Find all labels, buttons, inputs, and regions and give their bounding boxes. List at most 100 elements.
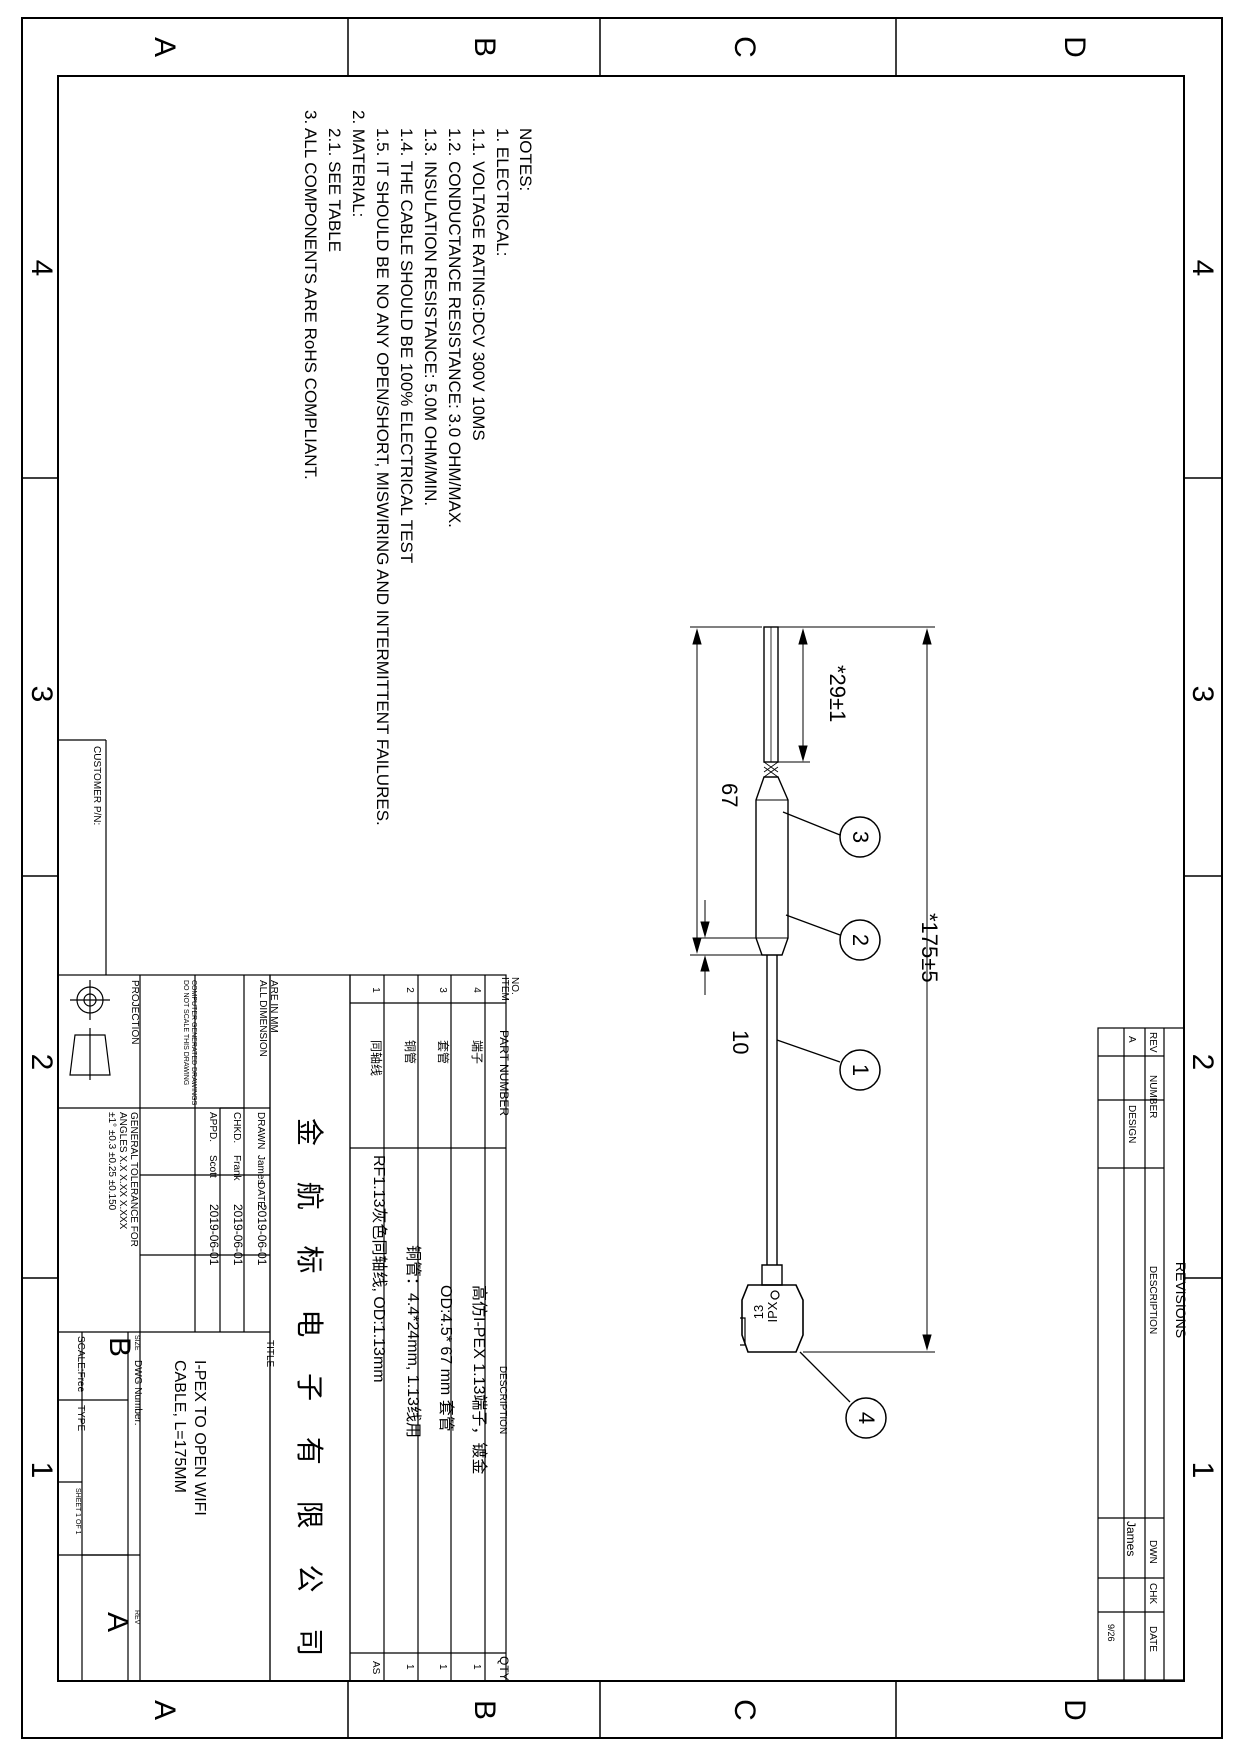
dim-sleeve-lines: [690, 626, 762, 956]
bom-text: ITEMNO. PART NUMBER DESCRIPTION QTY. 4 端…: [369, 977, 520, 1682]
note-line: 1.1. VOLTAGE RATING:DCV 300V 10MS: [469, 128, 488, 441]
appd-name: Scott: [207, 1155, 218, 1178]
zone-col-d-top: D: [1058, 36, 1091, 58]
units-note: ALL DIMENSIONARE IN MM: [257, 980, 279, 1057]
dim-strip-lines: [778, 628, 810, 763]
revisions-table: [1097, 1027, 1185, 1681]
note-line: 1.2. CONDUCTANCE RESISTANCE: 3.0 OHM/MAX…: [445, 128, 464, 528]
drawn-label: DRAWN: [255, 1112, 266, 1149]
tolerance-values: ±1° ±0.3 ±0.25 ±0.150: [106, 1112, 117, 1211]
note-line: 1. ELECTRICAL:: [493, 128, 512, 257]
tolerance-labels: ANGLES X.X X.XX X.XXX: [117, 1112, 128, 1230]
svg-text:4: 4: [854, 1412, 879, 1424]
sheet-label: SHEET 1 OF 1: [74, 1488, 81, 1535]
braid-hatch: [763, 761, 779, 778]
revisions-text: REVISIONS REV NUMBER DESIGN DESCRIPTION …: [1106, 1032, 1189, 1652]
bom-desc-1: RF1.13灰色同轴线, OD:1.13mm: [370, 1155, 388, 1383]
dim-cable-seg: 10: [728, 1030, 753, 1054]
tolerance-title: GENERAL TOLERANCE FOR: [128, 1112, 139, 1247]
balloon-leaders: [776, 811, 851, 1403]
title-line-2: CABLE, L=175MM: [171, 1360, 188, 1493]
company-band: 金 航 标 电 子 有 限 公 司: [269, 974, 351, 1682]
computer-generated: COMPUTER GENERATED DRAWINGS: [190, 980, 197, 1106]
cable-drawing: [740, 626, 804, 1353]
type-label: TYPE: [75, 1405, 86, 1431]
zone-row-2-left: 2: [25, 1054, 58, 1071]
bom-desc-4: 高仿I-PEX 1.13端子，镀金: [470, 1285, 488, 1474]
chkd-name: Frank: [231, 1155, 242, 1182]
title-line-1: I-PEX TO OPEN WIFI: [191, 1360, 208, 1516]
title-block-text: ALL DIMENSIONARE IN MM DRAWN James DATE …: [74, 980, 279, 1632]
bom-qty-3: 1: [437, 1664, 448, 1670]
dim-seg-lines: [700, 900, 756, 995]
connector-neck: [761, 1264, 783, 1286]
rev-header-description: DESCRIPTION: [1147, 1266, 1158, 1334]
zone-row-1-right: 1: [1186, 1462, 1219, 1479]
company-name: 金 航 标 电 子 有 限 公 司: [294, 1118, 325, 1670]
sleeve: [755, 776, 789, 956]
zone-col-a-top: A: [148, 37, 181, 57]
rev-row-dwn: James: [1124, 1521, 1138, 1556]
note-line: 1.4. THE CABLE SHOULD BE 100% ELECTRICAL…: [397, 128, 416, 563]
rev-header-number: NUMBER: [1147, 1075, 1158, 1118]
bom-header-desc: DESCRIPTION: [497, 1366, 508, 1434]
bom-qty-4: 1: [471, 1664, 482, 1670]
size-label: SIZE: [133, 1335, 140, 1351]
connector-head: [741, 1284, 804, 1353]
appd-date: 2019-06-01: [207, 1204, 221, 1266]
balloon-4: 4: [845, 1397, 887, 1439]
date-label: DATE: [255, 1182, 266, 1208]
bom-part-4: 端子: [470, 1040, 484, 1064]
bom-header-part: PART NUMBER: [497, 1030, 511, 1116]
zone-labels: A B C D A B C D 4 3 2 1 4 3 2 1: [25, 36, 1219, 1721]
bom-item-3: 3: [437, 987, 448, 993]
connector-marking: 13IPX: [751, 1301, 780, 1322]
balloon-3: 3: [839, 816, 881, 858]
bom-desc-3: OD:4.5* 67 mm 套管: [437, 1285, 455, 1432]
projection-label: PROJECTION: [129, 980, 140, 1044]
drawn-date: 2019-06-01: [255, 1204, 269, 1266]
svg-text:2: 2: [848, 934, 873, 946]
zone-row-4-right: 4: [1186, 260, 1219, 277]
zone-col-b-bottom: B: [468, 1700, 501, 1720]
bom-part-3: 套管: [436, 1040, 451, 1064]
svg-text:1: 1: [848, 1064, 873, 1076]
customer-pn-box: CUSTOMER P/N:: [58, 739, 107, 975]
title-block-grid: [57, 974, 271, 1682]
inner-border: [57, 75, 1185, 1682]
note-line: 2. MATERIAL:: [349, 110, 368, 217]
note-line: 3. ALL COMPONENTS ARE RoHS COMPLIANT.: [301, 110, 320, 480]
bom-item-4: 4: [471, 987, 482, 993]
projection-symbol-icon: [69, 980, 111, 1080]
customer-pn-label: CUSTOMER P/N:: [91, 746, 102, 825]
chkd-label: CHKD.: [231, 1112, 242, 1143]
bom-part-1: 同轴线: [369, 1040, 384, 1076]
bom-part-2: 铜管: [403, 1040, 418, 1064]
zone-row-3-left: 3: [25, 686, 58, 703]
rev-row-rev: A: [1126, 1036, 1137, 1043]
scale-label: SCALE:Free: [75, 1336, 86, 1393]
rev-header-rev: REV: [1147, 1032, 1158, 1053]
rev-row-date: 9/26: [1106, 1624, 1116, 1642]
title-label: TITLE: [264, 1340, 275, 1368]
appd-label: APPD.: [207, 1112, 218, 1142]
zone-row-4-left: 4: [25, 260, 58, 277]
note-line: 1.5. IT SHOULD BE NO ANY OPEN/SHORT, MIS…: [373, 128, 392, 826]
zone-col-c-bottom: C: [728, 1699, 761, 1721]
svg-text:3: 3: [848, 831, 873, 843]
bom-item-1: 1: [370, 987, 381, 993]
rev-value: A: [101, 1612, 134, 1632]
do-not-scale: DO NOT SCALE THIS DRAWING: [182, 980, 189, 1085]
rev-label: REV: [133, 1610, 140, 1625]
revisions-title: REVISIONS: [1173, 1262, 1189, 1338]
dwg-number-label: DWG Number:: [132, 1360, 143, 1426]
note-line: 1.3. INSULATION RESISTANCE: 5.0M OHM/MIN…: [421, 128, 440, 506]
dim-strip: *29±1: [825, 665, 850, 722]
note-line: 2.1. SEE TABLE: [325, 128, 344, 252]
zone-row-1-left: 1: [25, 1462, 58, 1479]
bom-header-qty: QTY.: [497, 1656, 511, 1682]
balloon-1: 1: [839, 1049, 881, 1091]
bom-qty-1: AS: [370, 1661, 381, 1675]
zone-row-2-right: 2: [1186, 1054, 1219, 1071]
